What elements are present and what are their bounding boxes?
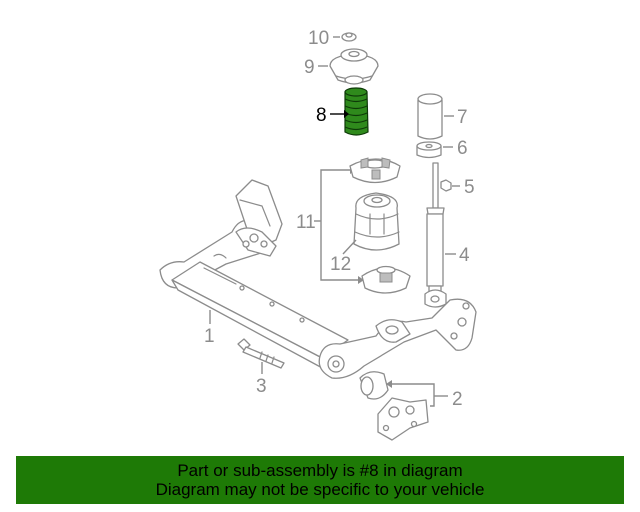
callout-2: 2: [452, 389, 463, 410]
part-8-bump-stop[interactable]: [344, 87, 369, 136]
part-12-rubber-bushing[interactable]: [353, 192, 400, 251]
callout-5: 5: [464, 177, 475, 198]
suspension-parts-diagram: 10 9 8 7 6 5: [159, 28, 477, 441]
callout-7: 7: [457, 107, 468, 128]
callout-1: 1: [204, 326, 215, 347]
callout-9: 9: [304, 57, 315, 78]
callout-3: 3: [256, 376, 267, 397]
banner-line-2: Diagram may not be specific to your vehi…: [155, 480, 485, 499]
part-2-axle-bushing[interactable]: [359, 371, 429, 441]
part-9-strut-mount[interactable]: [329, 48, 379, 85]
bracket-11: [320, 169, 362, 281]
callout-12: 12: [330, 254, 351, 275]
callout-11: 11: [296, 212, 316, 233]
part-10-nut[interactable]: [341, 32, 357, 42]
bracket-11-arrow-bottom: [358, 276, 364, 284]
upper-spring-seat[interactable]: [349, 157, 401, 184]
part-3-bolt[interactable]: [237, 338, 285, 369]
callout-10: 10: [308, 28, 329, 49]
part-5-nut[interactable]: [440, 179, 452, 192]
info-banner: Part or sub-assembly is #8 in diagram Di…: [16, 456, 624, 504]
bracket-2: [390, 383, 435, 407]
leader-12: [342, 239, 357, 255]
part-4-shock-absorber[interactable]: [424, 162, 447, 308]
leader-8-arrow: [344, 110, 349, 118]
callout-6: 6: [457, 138, 468, 159]
callout-8: 8: [316, 105, 327, 126]
part-7-dust-boot[interactable]: [417, 93, 443, 140]
part-6-bushing[interactable]: [416, 141, 442, 159]
callout-4: 4: [459, 245, 470, 266]
bracket-2-arrow-top: [386, 380, 392, 388]
part-1-rear-axle-beam[interactable]: [159, 179, 477, 379]
lower-spring-seat[interactable]: [361, 265, 411, 294]
banner-line-1: Part or sub-assembly is #8 in diagram: [177, 461, 463, 480]
